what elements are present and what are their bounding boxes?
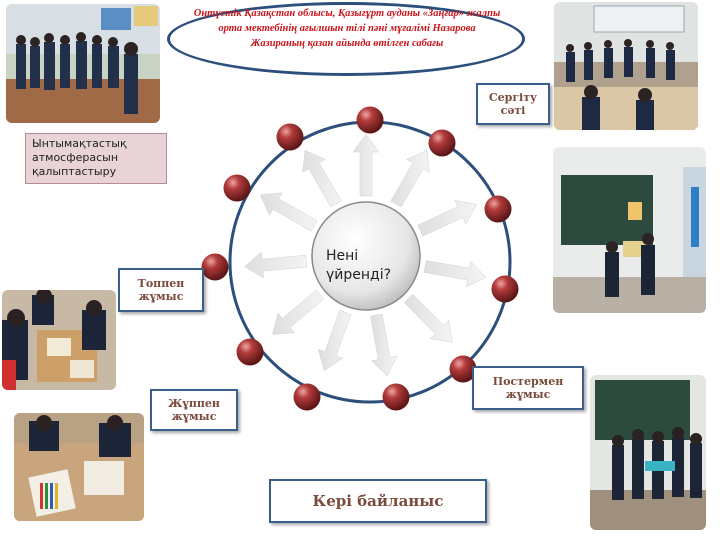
atmosphere-note: Ынтымақтастық атмосферасын қалыптастыру [25,133,167,184]
arrow-4 [423,260,487,288]
label-sergitu: Сергіту сәті [476,83,550,125]
arrow-10 [259,192,318,232]
bead-11 [276,123,304,151]
bead-5 [449,355,477,383]
photo-group-work-left [2,290,116,390]
photo-pair-work-left [14,413,144,521]
label-juppen: Жұппен жұмыс [150,389,238,431]
arrow-2 [390,149,430,208]
bead-1 [356,106,384,134]
bead-10 [223,174,251,202]
label-toppen: Топпен жұмыс [118,268,204,312]
photo-poster-work-right [590,375,706,530]
arrow-7 [317,309,352,372]
arrow-3 [417,199,477,237]
bead-9 [201,253,229,281]
title-oval [167,2,525,76]
bead-6 [382,383,410,411]
label-postermen: Постермен жұмыс [472,366,584,410]
arrow-9 [244,251,308,279]
photo-classroom-top-right [554,2,698,130]
photo-blackboard-right [553,147,706,313]
bead-7 [293,383,321,411]
bead-4 [491,275,519,303]
slide-title: Оңтүстік Қазақстан облысы, Қазығұрт ауда… [193,8,501,49]
beads-group [201,106,519,411]
arrow-5 [403,293,453,343]
bead-8 [236,338,264,366]
label-feedback: Кері байланыс [269,479,487,523]
arrows-group [244,133,487,377]
photo-classroom-top-left [6,4,160,123]
bead-3 [484,195,512,223]
center-question: Нені үйренді? [326,248,392,283]
center-circle [311,201,421,311]
arrow-1 [352,133,380,197]
bead-2 [428,129,456,157]
arrow-6 [370,313,398,377]
arrow-8 [272,289,325,335]
arrow-11 [302,149,342,208]
